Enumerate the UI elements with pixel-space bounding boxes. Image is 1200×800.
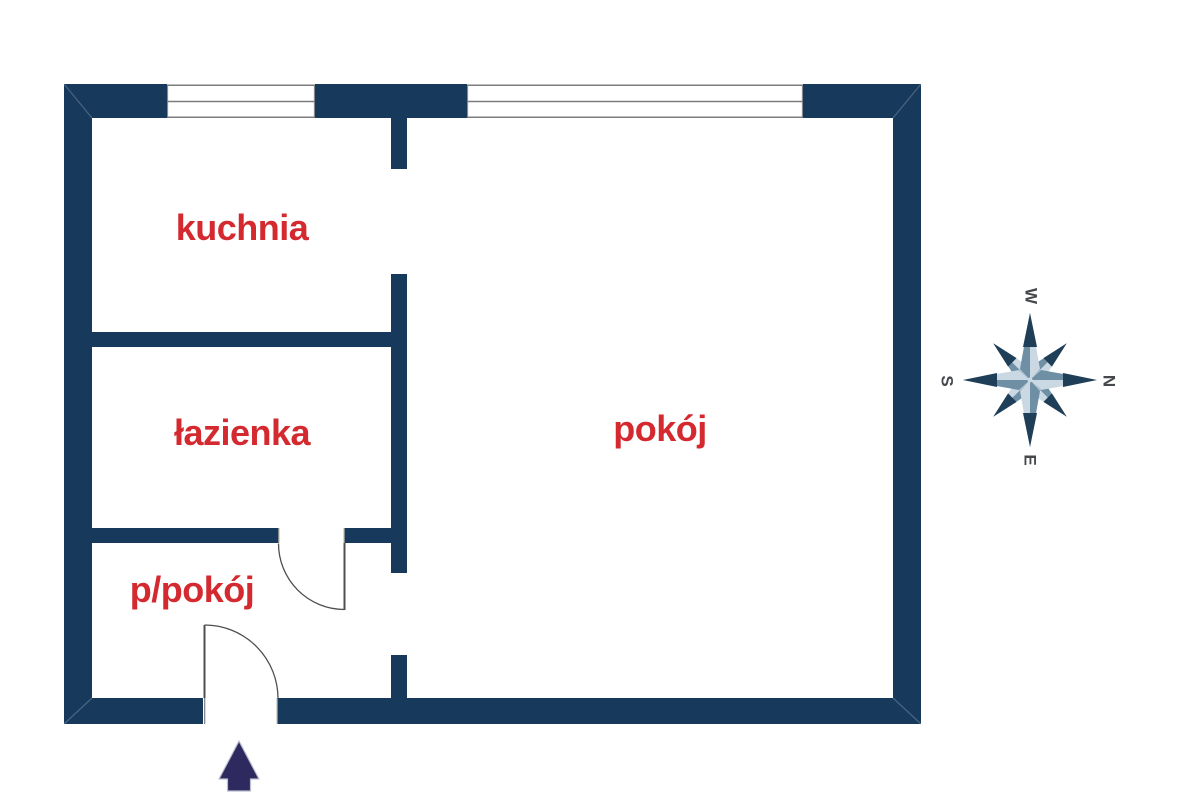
window-kitchen <box>167 84 315 118</box>
walls-group <box>64 84 921 724</box>
compass-point-up <box>1020 313 1040 380</box>
compass-letter-north: N <box>1100 375 1119 387</box>
window-living-room <box>467 84 803 118</box>
outer-wall-right <box>893 84 921 724</box>
door-bathroom-arc <box>277 543 345 611</box>
wall-corner-miters <box>63 83 922 725</box>
outer-wall-top-middle-segment <box>315 84 467 118</box>
room-label-p-pokoj: p/pokój <box>130 569 255 610</box>
outer-wall-bottom-left-segment <box>64 698 203 724</box>
compass-point-right <box>1030 370 1097 390</box>
interior-wall-vertical-middle <box>391 274 407 573</box>
door-entrance <box>203 624 279 724</box>
interior-wall-vertical-lower <box>391 655 407 698</box>
compass-rose: W N S E <box>938 288 1119 466</box>
compass-letter-west: W <box>1022 288 1041 305</box>
entrance-arrow-icon <box>218 740 260 792</box>
room-labels-group: kuchnia łazienka p/pokój pokój <box>130 207 708 610</box>
room-label-kuchnia: kuchnia <box>176 207 310 248</box>
room-label-lazienka: łazienka <box>174 412 312 453</box>
outer-wall-left <box>64 84 92 724</box>
interior-wall-bathroom-hall-left <box>92 528 278 543</box>
miter-top-right <box>892 83 922 119</box>
compass-letter-east: E <box>1021 454 1040 465</box>
compass-letter-south: S <box>938 375 957 386</box>
compass-center-dot <box>1027 377 1033 383</box>
door-bathroom <box>277 528 346 611</box>
interior-wall-bathroom-hall-right <box>345 528 407 543</box>
door-entrance-arc <box>204 624 279 699</box>
room-label-pokoj: pokój <box>613 408 707 449</box>
outer-wall-top-left-segment <box>64 84 167 118</box>
compass-point-left <box>963 370 1030 390</box>
interior-wall-kitchen-bathroom <box>92 332 407 347</box>
outer-wall-top-right-segment <box>803 84 921 118</box>
compass-point-down <box>1020 380 1040 447</box>
miter-bottom-left <box>63 697 93 725</box>
miter-bottom-right <box>892 697 922 725</box>
outer-wall-bottom-right-segment <box>278 698 921 724</box>
miter-top-left <box>63 83 93 119</box>
interior-wall-vertical-upper <box>391 118 407 169</box>
